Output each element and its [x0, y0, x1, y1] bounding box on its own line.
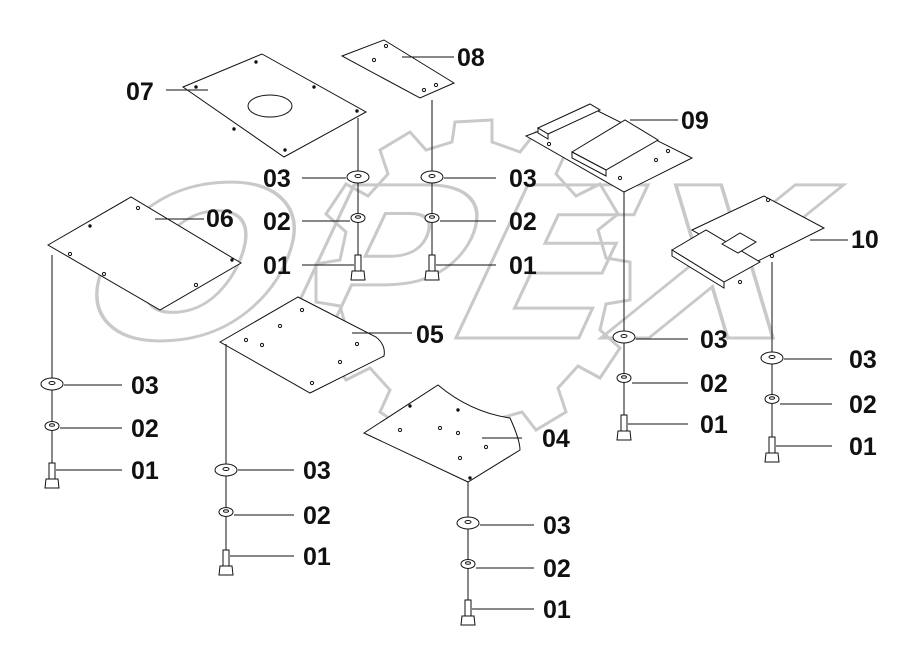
plate-08: [340, 39, 456, 99]
label-02: 02: [263, 208, 291, 236]
label-02: 02: [303, 502, 331, 530]
label-01: 01: [263, 252, 291, 280]
plate-05: [218, 296, 385, 394]
label-09: 09: [681, 107, 709, 135]
leader-lines: [56, 56, 848, 610]
label-03: 03: [543, 512, 571, 540]
fastener-stack-06: [40, 377, 64, 489]
label-03: 03: [509, 165, 537, 193]
label-03: 03: [263, 165, 291, 193]
fastener-stack-05: [214, 463, 238, 576]
plate-10: [671, 195, 826, 289]
fastener-stack-07: [346, 170, 370, 281]
label-01: 01: [849, 433, 877, 461]
label-02: 02: [131, 415, 159, 443]
label-02: 02: [543, 555, 571, 583]
label-06: 06: [206, 205, 234, 233]
plate-09: [524, 103, 694, 193]
fastener-stack-10: [760, 351, 784, 463]
fastener-stack-09: [612, 330, 636, 441]
fastener-stack-08: [420, 170, 444, 281]
label-01: 01: [303, 543, 331, 571]
label-03: 03: [131, 372, 159, 400]
plate-07: [181, 53, 368, 158]
label-03: 03: [303, 457, 331, 485]
label-01: 01: [131, 457, 159, 485]
fastener-stack-04: [456, 516, 480, 626]
label-02: 02: [849, 391, 877, 419]
label-04: 04: [542, 425, 570, 453]
label-01: 01: [700, 411, 728, 439]
label-02: 02: [509, 208, 537, 236]
label-07: 07: [126, 78, 154, 106]
label-08: 08: [457, 44, 485, 72]
part-labels: 07 08 09 10 06 05 04 03 02 01 03 02 01 0…: [126, 44, 879, 624]
label-03: 03: [849, 346, 877, 374]
label-03: 03: [700, 326, 728, 354]
label-01: 01: [543, 596, 571, 624]
plate-06: [47, 196, 242, 311]
label-05: 05: [416, 321, 444, 349]
label-10: 10: [851, 226, 879, 254]
label-01: 01: [509, 252, 537, 280]
plate-04: [362, 384, 521, 483]
plate-07-hole: [247, 94, 293, 118]
label-02: 02: [700, 370, 728, 398]
